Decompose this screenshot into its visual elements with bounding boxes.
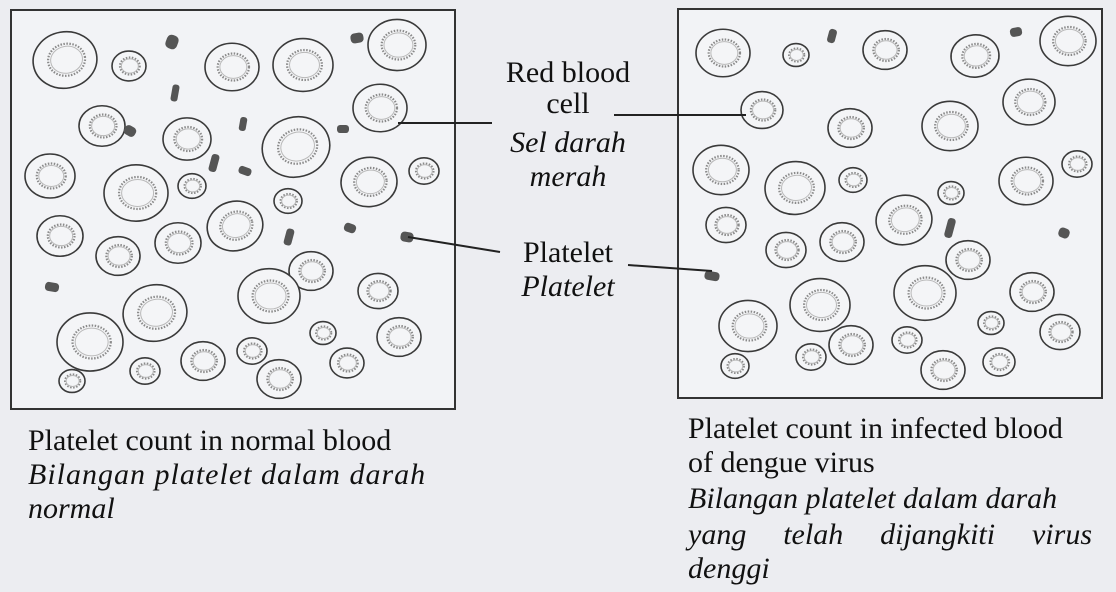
normal-caption-en: Platelet count in normal blood — [28, 424, 391, 458]
normal-caption-ms-2: normal — [28, 492, 115, 526]
infected-caption-en-2: of dengue virus — [688, 446, 875, 480]
platelet-label-ms: Platelet — [488, 270, 648, 304]
infected-caption-ms-3: denggi — [688, 552, 770, 586]
rbc-label-en-2: cell — [488, 87, 648, 121]
infected-caption-ms-2: yang telah dijangkiti virus — [688, 518, 1092, 552]
rbc-label-en-1: Red blood — [488, 56, 648, 90]
platelet-leader-left — [408, 237, 500, 252]
rbc-label-ms-1: Sel darah — [488, 126, 648, 160]
platelet-label-en: Platelet — [488, 236, 648, 270]
infected-caption-en-1: Platelet count in infected blood — [688, 412, 1063, 446]
rbc-label-ms-2: merah — [488, 160, 648, 194]
infected-caption-ms-1: Bilangan platelet dalam darah — [688, 482, 1057, 516]
normal-caption-ms-1: Bilangan platelet dalam darah — [28, 458, 426, 492]
